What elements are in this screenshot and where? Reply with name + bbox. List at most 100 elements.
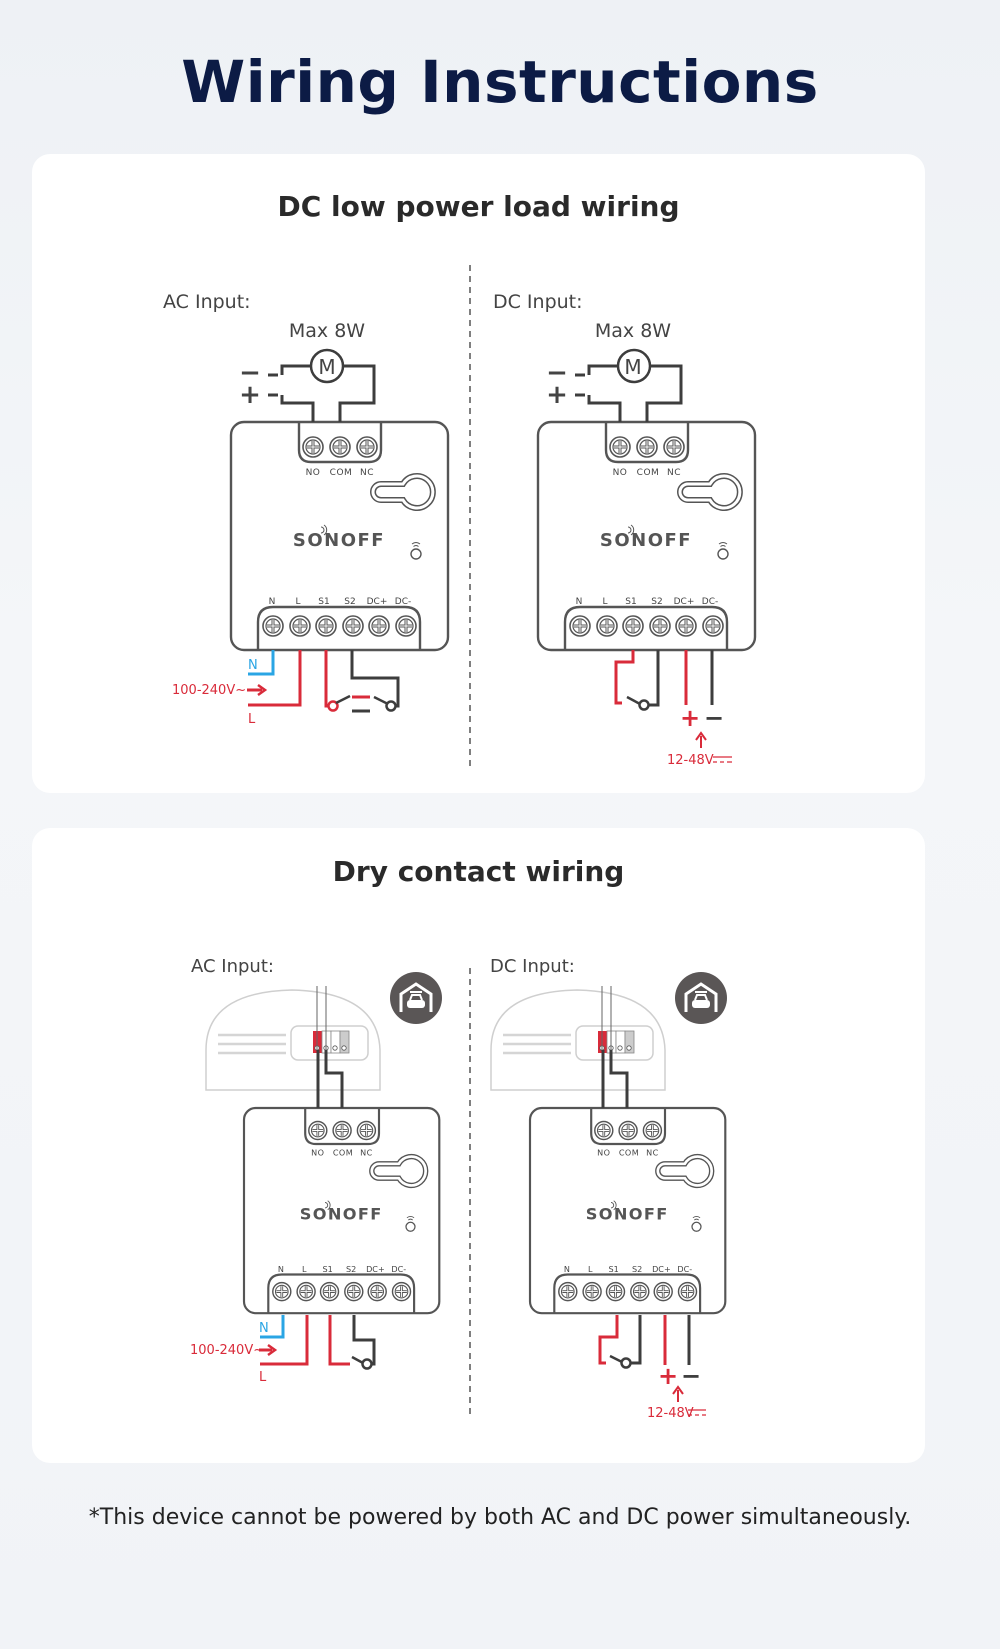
- wifi-icon: [692, 1216, 701, 1221]
- live-label: L: [248, 712, 256, 727]
- garage-roof: [684, 982, 718, 1012]
- dc-plus-label: +: [680, 704, 700, 732]
- screw-head: [639, 439, 655, 455]
- terminal-label-n: N: [269, 597, 276, 607]
- screw-cross: [294, 620, 306, 632]
- screw-head: [299, 1284, 313, 1299]
- voltage-label: 100-240V~: [172, 683, 246, 698]
- switch-lever: [335, 694, 351, 705]
- switch-lever: [373, 695, 389, 706]
- wifi-icon: [610, 1200, 617, 1211]
- screw-head: [560, 1284, 575, 1299]
- terminal-hole: [626, 1045, 632, 1051]
- plus-label: +: [546, 380, 568, 410]
- top-terminal-block: [297, 422, 383, 464]
- keyhole-mount-inner: [656, 1155, 714, 1187]
- terminal-label-s2: S2: [632, 1264, 642, 1274]
- screw-head: [599, 618, 615, 634]
- screw-cross: [312, 1125, 324, 1136]
- page-title: Wiring Instructions: [181, 48, 819, 116]
- terminal-label-nc: NC: [646, 1148, 659, 1158]
- brand-logo: SONOFF: [300, 1205, 383, 1224]
- keyhole-mount-inner: [678, 474, 742, 510]
- brand-logo: SONOFF: [293, 530, 385, 551]
- screw-cross: [361, 441, 373, 453]
- screw-head: [332, 439, 348, 455]
- terminal-label-dcminus: DC-: [395, 597, 411, 607]
- terminal-label-dcplus: DC+: [367, 597, 388, 607]
- motor-positive-wire: [587, 395, 622, 422]
- dc-minus-label: −: [681, 1362, 701, 1390]
- terminal-label-com: COM: [333, 1148, 353, 1158]
- car-roof: [694, 994, 708, 1001]
- motor-negative-wire: [587, 364, 618, 375]
- screw-head: [274, 1284, 289, 1299]
- switch-return-wire: [352, 1315, 376, 1366]
- screw-cross: [336, 1125, 348, 1136]
- switch-return-wire: [350, 650, 400, 708]
- screw-cross: [574, 620, 586, 632]
- arrow-icon: [672, 1385, 684, 1395]
- neutral-wire: [248, 650, 275, 676]
- switch-wire: [614, 650, 635, 705]
- neutral-wire: [260, 1315, 285, 1339]
- screw-cross: [682, 1286, 693, 1298]
- pairing-button: [405, 1221, 416, 1232]
- terminal-label-dcplus: DC+: [366, 1264, 385, 1274]
- screw-head: [680, 1284, 695, 1299]
- terminal-label-nc: NC: [667, 468, 681, 478]
- terminal-label-com: COM: [330, 468, 353, 478]
- controller-terminal: [624, 1030, 635, 1054]
- arrow-icon: [695, 731, 707, 741]
- motor-positive-wire: [280, 395, 315, 422]
- bottom-terminal-block: [563, 605, 729, 650]
- screw-head: [370, 1284, 385, 1299]
- bottom-terminal-block: [256, 605, 422, 650]
- screw-head: [612, 439, 628, 455]
- screw-head: [394, 1284, 409, 1299]
- garage-roof: [399, 982, 433, 1012]
- terminal-hole: [341, 1045, 347, 1051]
- motor-return-wire: [338, 364, 376, 422]
- terminal-label-dcminus: DC-: [677, 1264, 692, 1274]
- screw-cross: [562, 1286, 574, 1298]
- screw-cross: [267, 620, 279, 632]
- terminal-label-n: N: [564, 1264, 570, 1274]
- minus-label: −: [239, 358, 261, 388]
- terminal-label-s1: S1: [609, 1264, 619, 1274]
- screw-head: [398, 618, 414, 634]
- garage-controller-outline: [490, 989, 666, 1091]
- neutral-label: N: [259, 1321, 269, 1336]
- pairing-button: [410, 548, 422, 560]
- screw-cross: [657, 1286, 669, 1298]
- terminal-label-no: NO: [306, 468, 321, 478]
- ac-input-label: AC Input:: [163, 291, 251, 313]
- plus-label: +: [239, 380, 261, 410]
- screw-cross: [348, 1286, 360, 1298]
- screw-head: [292, 618, 308, 634]
- com-wire: [609, 1050, 629, 1108]
- motor-negative-wire: [280, 364, 311, 375]
- terminal-label-dcminus: DC-: [391, 1264, 406, 1274]
- live-wire: [260, 1315, 309, 1366]
- screw-head: [322, 1284, 337, 1299]
- screw-head: [305, 439, 321, 455]
- screw-cross: [707, 620, 719, 632]
- switch-contact: [638, 699, 650, 711]
- terminal-label-no: NO: [597, 1148, 610, 1158]
- screw-cross: [324, 1286, 335, 1298]
- screw-cross: [371, 1286, 383, 1298]
- terminal-label-s2: S2: [651, 597, 662, 607]
- terminal-hole: [617, 1045, 623, 1051]
- terminal-label-com: COM: [637, 468, 660, 478]
- screw-head: [632, 1284, 647, 1299]
- garage-door-icon: [390, 972, 442, 1024]
- screw-cross: [680, 620, 692, 632]
- screw-head: [335, 1123, 349, 1138]
- brand-logo: SONOFF: [600, 530, 692, 551]
- screw-cross: [601, 620, 613, 632]
- bottom-terminal-block: [267, 1273, 416, 1314]
